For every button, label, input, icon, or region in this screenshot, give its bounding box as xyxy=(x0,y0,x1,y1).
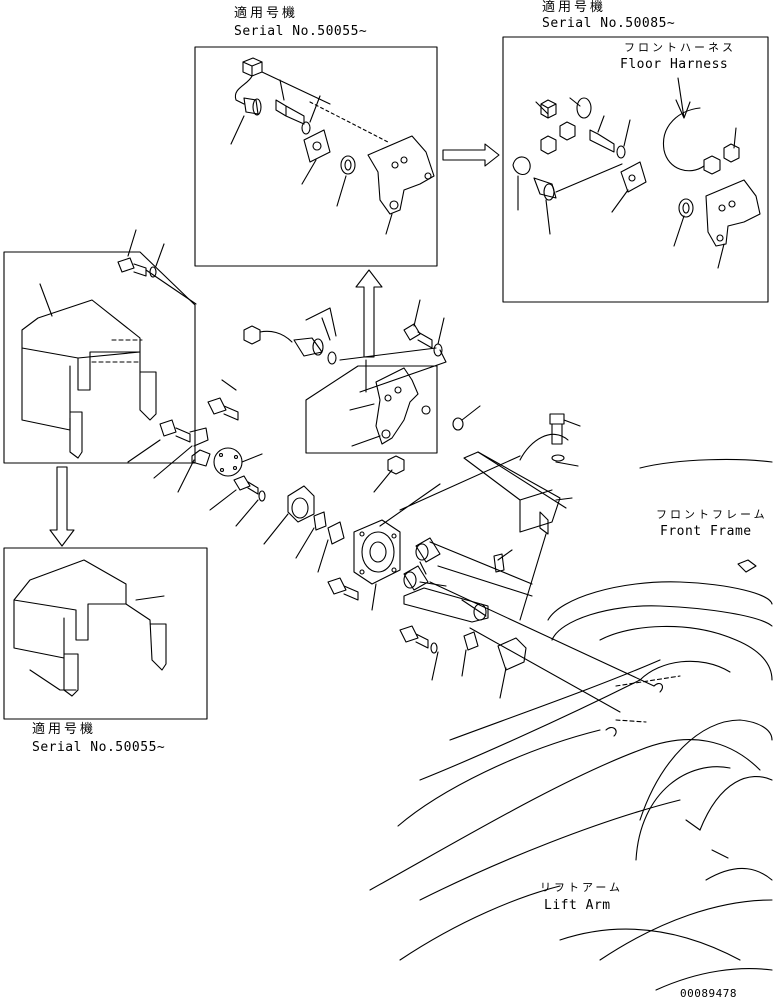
floor-harness-jp: フロントハーネス xyxy=(624,41,736,54)
detail-box-top-right xyxy=(502,36,769,303)
top-center-serial-jp: 適用号機 xyxy=(234,6,299,21)
top-right-serial: Serial No.50085~ xyxy=(542,16,676,31)
detail-box-center-bracket xyxy=(305,365,438,454)
arrow-up-icon xyxy=(355,269,383,358)
arrow-down-icon xyxy=(49,466,75,547)
top-right-serial-jp: 適用号機 xyxy=(542,0,607,15)
top-center-serial: Serial No.50055~ xyxy=(234,24,368,39)
front-frame: Front Frame xyxy=(660,524,752,539)
detail-box-left-cover xyxy=(3,251,196,464)
front-frame-jp: フロントフレーム xyxy=(656,508,768,521)
top-right-assembly xyxy=(512,77,761,269)
detail-box-bottom-left xyxy=(3,547,208,720)
left-cover xyxy=(21,229,197,459)
floor-harness: Floor Harness xyxy=(620,57,729,72)
drawing-number: 00089478 xyxy=(680,987,737,1000)
lift-arm: Lift Arm xyxy=(544,898,611,913)
main-assembly xyxy=(127,299,655,713)
bottom-left-serial: Serial No.50055~ xyxy=(32,740,166,755)
detail-box-top-center xyxy=(194,46,438,267)
top-center-assembly xyxy=(230,57,435,235)
bottom-left-cover xyxy=(13,559,167,697)
lift-arm-jp: リフトアーム xyxy=(540,881,624,894)
frame-and-lift-arm xyxy=(369,458,773,991)
arrow-right-icon xyxy=(442,143,500,167)
bottom-left-serial-jp: 適用号機 xyxy=(32,722,97,737)
